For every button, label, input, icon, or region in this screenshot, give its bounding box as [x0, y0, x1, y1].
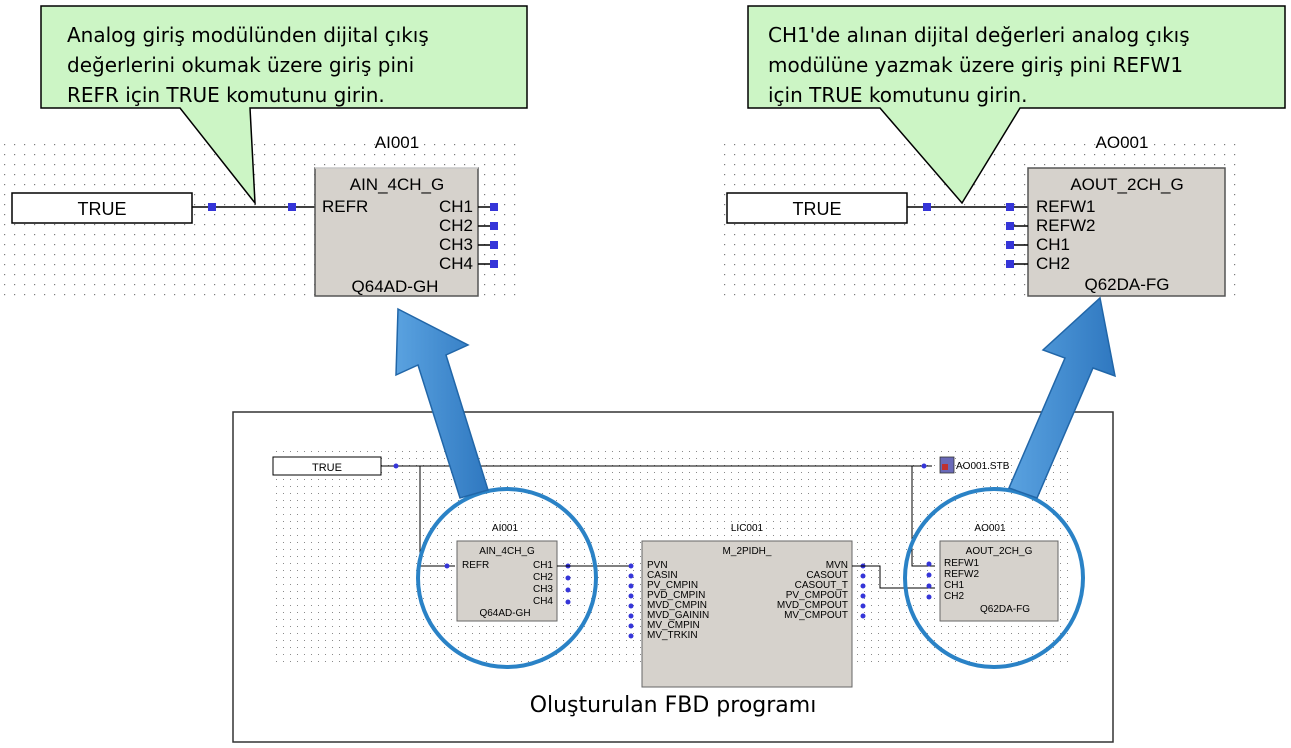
ao-block-type: AOUT_2CH_G: [1070, 175, 1183, 194]
right-fbd: TRUE AO001 AOUT_2CH_G REFW1 REFW2 CH1 CH…: [726, 133, 1226, 297]
pin-ao-refw1: [1006, 203, 1014, 211]
ai-output-ch3: CH3: [439, 235, 473, 254]
callout-right-line-1: CH1'de alınan dijital değerleri analog ç…: [768, 23, 1190, 47]
pin-ai-ch3: [490, 241, 498, 249]
program-pid-in-7: MV_TRKIN: [647, 630, 698, 641]
program-caption: Oluşturulan FBD programı: [530, 693, 817, 718]
pin-ai-ch2: [490, 222, 498, 230]
pin-ao-refw2: [1006, 222, 1014, 230]
program-pid-in-5: MVD_GAININ: [647, 610, 709, 621]
program-ao-refw1: REFW1: [944, 558, 979, 569]
ai-output-ch1: CH1: [439, 197, 473, 216]
program-ai: AI001 AIN_4CH_G REFR CH1 CH2 CH3 CH4 Q64…: [444, 523, 632, 622]
program-ao-type: AOUT_2CH_G: [966, 546, 1033, 557]
program-pid-out-5: MV_CMPOUT: [784, 610, 848, 621]
ai-output-ch2: CH2: [439, 216, 473, 235]
ai-input-refr: REFR: [322, 197, 368, 216]
program-ai-ch1: CH1: [533, 560, 553, 571]
program-ai-ch2: CH2: [533, 572, 553, 583]
program-ao-instance: AO001: [974, 523, 1006, 534]
true-constant-right[interactable]: [726, 192, 908, 224]
pin-left-out: [208, 203, 216, 211]
program-pid-in-0: PVN: [647, 560, 668, 571]
program-pid-out-4: MVD_CMPOUT: [777, 600, 848, 611]
pin-right-out: [923, 203, 931, 211]
true-constant-left-label: TRUE: [78, 199, 127, 219]
arrow-left: [395, 307, 489, 499]
program-ai-model: Q64AD-GH: [479, 608, 530, 619]
program-pid-in-1: CASIN: [647, 570, 678, 581]
program-pid-type: M_2PIDH_: [723, 546, 772, 557]
stb-label: AO001.STB: [956, 461, 1010, 472]
program-ai-ch3: CH3: [533, 584, 553, 595]
pin-ai-ch1: [490, 203, 498, 211]
program-pid-in-3: PVD_CMPIN: [647, 590, 705, 601]
ao-input-ch1: CH1: [1036, 235, 1070, 254]
ao-input-refw1: REFW1: [1036, 197, 1096, 216]
program-ai-instance: AI001: [492, 523, 519, 534]
ao-block[interactable]: [1027, 167, 1226, 297]
program-true-label: TRUE: [312, 462, 342, 474]
program-ai-block[interactable]: [456, 540, 558, 622]
program-pid-out-3: PV_CMPOUT: [786, 590, 848, 601]
program-pid-out-2: CASOUT_T: [795, 580, 848, 591]
callout-right-line-2: modülüne yazmak üzere giriş pini REFW1: [768, 53, 1183, 77]
magnifier-circle-left: [416, 487, 598, 669]
ai-output-ch4: CH4: [439, 254, 473, 273]
ai-block[interactable]: [314, 167, 479, 297]
callout-left-line-1: Analog giriş modülünden dijital çıkış: [67, 23, 429, 47]
program-pid: LIC001 M_2PIDH_ PVN CASIN PV_CMPIN PVD_C…: [628, 523, 935, 688]
program-pid-in-2: PV_CMPIN: [647, 580, 698, 591]
program-pid-out-0: MVN: [826, 560, 848, 571]
program-pid-out-1: CASOUT: [806, 570, 848, 581]
program-ai-ch4: CH4: [533, 596, 553, 607]
true-constant-left[interactable]: [11, 192, 193, 224]
ao-model: Q62DA-FG: [1084, 275, 1169, 294]
program-pid-instance: LIC001: [731, 523, 764, 534]
magnifier-circle-right: [903, 487, 1085, 669]
pin-ao-ch1: [1006, 241, 1014, 249]
program-pid-in-4: MVD_CMPIN: [647, 600, 707, 611]
program-ao-ch2: CH2: [944, 591, 964, 602]
arrow-right: [1007, 296, 1116, 499]
program-ao-block[interactable]: [939, 540, 1059, 622]
ao-input-ch2: CH2: [1036, 254, 1070, 273]
program-ai-refr: REFR: [462, 560, 489, 571]
ai-model: Q64AD-GH: [352, 277, 439, 296]
callout-left-line-2: değerlerini okumak üzere giriş pini: [67, 53, 414, 77]
program-pid-block[interactable]: [641, 540, 853, 688]
ao-instance-name: AO001: [1096, 133, 1149, 152]
true-constant-right-label: TRUE: [793, 199, 842, 219]
pin-ao-ch2: [1006, 260, 1014, 268]
pin-ai-ch4: [490, 260, 498, 268]
program-ao: AO001 AOUT_2CH_G REFW1 REFW2 CH1 CH2 Q62…: [926, 523, 1059, 622]
program-ai-type: AIN_4CH_G: [479, 546, 535, 557]
callout-left-line-3: REFR için TRUE komutunu girin.: [67, 83, 385, 107]
callout-right: CH1'de alınan dijital değerleri analog ç…: [747, 5, 1286, 205]
program-ao-refw2: REFW2: [944, 569, 979, 580]
pin-left-in: [288, 203, 296, 211]
ai-output-pins: [478, 206, 492, 265]
program-top-row: TRUE AO001.STB: [272, 456, 1010, 567]
callout-left: Analog giriş modülünden dijital çıkış de…: [40, 5, 528, 206]
ao-input-refw2: REFW2: [1036, 216, 1096, 235]
ai-instance-name: AI001: [375, 133, 419, 152]
program-pid-in-6: MV_CMPIN: [647, 620, 700, 631]
callout-right-line-3: için TRUE komutunu girin.: [768, 83, 1027, 107]
program-ao-model: Q62DA-FG: [980, 604, 1030, 615]
left-fbd: TRUE AI001 AIN_4CH_G REFR CH1 CH2 CH3 CH…: [11, 133, 498, 297]
program-ao-ch1: CH1: [944, 580, 964, 591]
ai-block-type: AIN_4CH_G: [350, 175, 444, 194]
